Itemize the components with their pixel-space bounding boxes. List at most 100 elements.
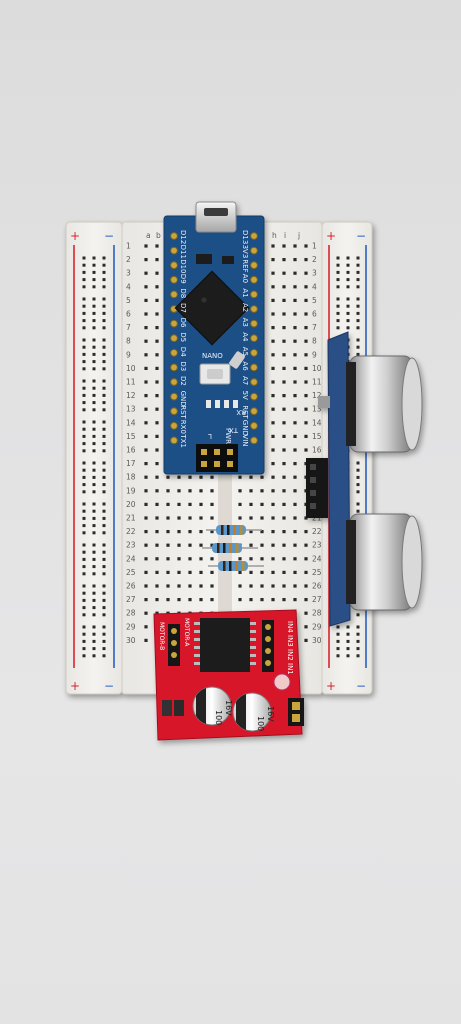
nano-pin <box>170 334 178 343</box>
breadboard-hole <box>188 543 192 547</box>
breadboard-hole <box>304 611 308 615</box>
row-number: 1 <box>312 242 317 251</box>
breadboard-hole <box>144 625 148 629</box>
rail-hole <box>336 256 340 260</box>
breadboard-hole <box>144 421 148 425</box>
breadboard-hole <box>238 557 242 561</box>
breadboard-hole <box>293 353 297 357</box>
row-number: 4 <box>126 282 131 291</box>
breadboard-hole <box>293 258 297 262</box>
breadboard-hole <box>293 489 297 493</box>
breadboard-hole <box>155 448 159 452</box>
breadboard-hole <box>188 516 192 520</box>
column-letter-b: b <box>156 231 161 240</box>
nano-pin-label: 3V3 <box>241 245 249 259</box>
rail-hole <box>102 311 106 315</box>
rail-hole <box>82 550 86 554</box>
breadboard-hole <box>188 502 192 506</box>
breadboard-hole <box>155 598 159 602</box>
rail-hole <box>346 319 350 323</box>
breadboard-hole <box>282 326 286 330</box>
breadboard-hole <box>188 598 192 602</box>
breadboard-hole <box>155 380 159 384</box>
breadboard-hole <box>155 394 159 398</box>
row-number: 30 <box>312 636 322 645</box>
rail-hole <box>102 468 106 472</box>
breadboard-hole <box>304 258 308 262</box>
breadboard-hole <box>293 557 297 561</box>
breadboard-hole <box>249 516 253 520</box>
rail-hole <box>92 408 96 412</box>
breadboard-hole <box>144 598 148 602</box>
breadboard-hole <box>249 502 253 506</box>
nano-pin-label: A4 <box>241 332 249 342</box>
breadboard-hole <box>260 502 264 506</box>
breadboard-hole <box>166 502 170 506</box>
rail-hole <box>82 256 86 260</box>
breadboard-hole <box>155 298 159 302</box>
rail-hole <box>356 483 360 487</box>
rail-hole <box>336 625 340 629</box>
breadboard-hole <box>271 271 275 275</box>
rail-hole <box>356 319 360 323</box>
breadboard-hole <box>282 570 286 574</box>
breadboard-hole <box>166 530 170 534</box>
breadboard-hole <box>271 298 275 302</box>
nano-pin-label: D2 <box>179 376 187 386</box>
rail-hole <box>92 606 96 610</box>
nano-pin-label: A3 <box>241 318 249 327</box>
rail-hole <box>102 352 106 356</box>
row-number: 15 <box>126 432 136 441</box>
nano-pin-label: D4 <box>179 347 187 357</box>
capacitor-1-value: 100 <box>214 710 223 725</box>
breadboard-hole <box>271 353 275 357</box>
rail-hole <box>92 531 96 535</box>
breadboard-hole <box>155 611 159 615</box>
breadboard-hole <box>155 570 159 574</box>
breadboard-hole <box>177 598 181 602</box>
row-number: 30 <box>126 636 136 645</box>
rail-plus-bottom-right: + <box>326 679 336 693</box>
breadboard-hole <box>199 570 203 574</box>
breadboard-hole <box>188 530 192 534</box>
breadboard-hole <box>304 271 308 275</box>
rail-hole <box>82 393 86 397</box>
rail-hole <box>356 285 360 289</box>
rail-hole <box>346 639 350 643</box>
nano-pin <box>250 407 258 416</box>
rail-hole <box>102 420 106 424</box>
atmega-chip <box>174 270 250 346</box>
rail-hole <box>82 509 86 513</box>
breadboard-hole <box>144 298 148 302</box>
rail-hole <box>82 572 86 576</box>
row-number: 22 <box>126 527 136 536</box>
breadboard-hole <box>155 326 159 330</box>
nano-header-pins <box>170 232 258 445</box>
rail-hole <box>82 625 86 629</box>
rail-minus-bottom-right: − <box>356 679 366 693</box>
breadboard-hole <box>177 584 181 588</box>
breadboard-hole <box>293 394 297 398</box>
breadboard-hole <box>238 489 242 493</box>
breadboard-hole <box>144 557 148 561</box>
rail-hole <box>82 557 86 561</box>
breadboard-hole <box>304 638 308 642</box>
rail-hole <box>356 632 360 636</box>
breadboard-hole <box>293 516 297 520</box>
breadboard-hole <box>199 530 203 534</box>
breadboard-hole <box>144 285 148 289</box>
breadboard-hole <box>199 557 203 561</box>
rail-minus-bottom-left: − <box>104 679 114 693</box>
rail-hole <box>92 490 96 494</box>
breadboard-hole <box>293 434 297 438</box>
row-number: 20 <box>126 500 136 509</box>
rail-hole <box>102 475 106 479</box>
breadboard-hole <box>249 489 253 493</box>
row-number: 5 <box>126 296 131 305</box>
breadboard-hole <box>238 502 242 506</box>
rail-hole <box>102 654 106 658</box>
breadboard-hole <box>304 421 308 425</box>
breadboard-hole <box>304 298 308 302</box>
resistor-2 <box>202 543 258 553</box>
nano-pin <box>170 319 178 328</box>
